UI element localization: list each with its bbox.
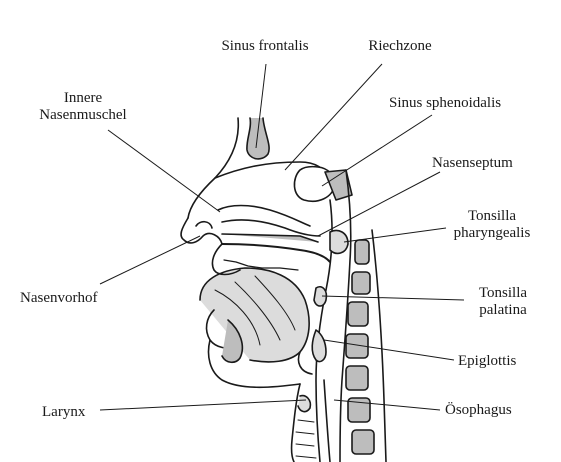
label-innere-nasenmuschel: Innere Nasenmuschel <box>18 90 148 124</box>
hard-palate <box>222 244 330 262</box>
label-sinus-sphenoidalis: Sinus sphenoidalis <box>389 95 501 112</box>
label-sinus-frontalis: Sinus frontalis <box>205 38 325 55</box>
label-nasenvorhof: Nasenvorhof <box>20 290 97 307</box>
lower-turbinate <box>222 234 318 242</box>
larynx-cartilage <box>298 396 310 412</box>
trachea-rings <box>296 420 316 458</box>
spine-back <box>372 230 386 462</box>
leader-larynx <box>100 400 306 410</box>
label-larynx: Larynx <box>42 404 85 421</box>
label-epiglottis: Epiglottis <box>458 353 516 370</box>
label-tonsilla-palatina: Tonsilla palatina <box>458 285 548 319</box>
frontal-sinus-outline <box>247 118 269 159</box>
larynx <box>292 384 300 462</box>
leader-innere-nasenmuschel <box>108 130 220 212</box>
label-tonsilla-palatina-line1: Tonsilla <box>458 285 548 302</box>
forehead-outline <box>188 118 238 218</box>
label-oesophagus: Ösophagus <box>445 402 512 419</box>
label-riechzone: Riechzone <box>355 38 445 55</box>
leader-nasenvorhof <box>100 236 200 284</box>
oesophagus-tube <box>324 380 330 462</box>
leader-tonsilla-pharyngealis <box>344 228 446 242</box>
label-tonsilla-pharyngealis: Tonsilla pharyngealis <box>442 208 542 242</box>
label-tonsilla-pharyngealis-line1: Tonsilla <box>442 208 542 225</box>
leader-tonsilla-palatina <box>322 296 464 300</box>
leader-riechzone <box>285 64 382 170</box>
label-tonsilla-palatina-line2: palatina <box>458 302 548 319</box>
hyoid <box>299 352 313 374</box>
label-innere-nasenmuschel-line1: Innere <box>18 90 148 107</box>
label-innere-nasenmuschel-line2: Nasenmuschel <box>18 107 148 124</box>
tongue <box>200 268 309 362</box>
epiglottis <box>312 330 326 362</box>
label-nasenseptum: Nasenseptum <box>432 155 513 172</box>
nostril <box>196 222 212 228</box>
label-tonsilla-pharyngealis-line2: pharyngealis <box>442 225 542 242</box>
leader-sinus-sphenoidalis <box>322 115 432 186</box>
